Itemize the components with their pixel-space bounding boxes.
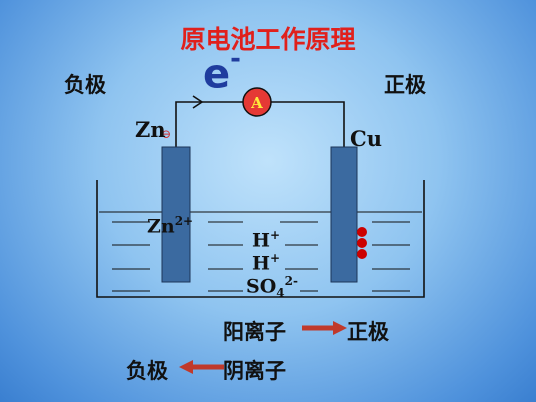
sulfate-ion-label: SO42- (246, 274, 298, 301)
page-title: 原电池工作原理 (180, 25, 356, 54)
zinc-ion-label: Zn2+ (147, 214, 194, 238)
negative-sign-icon: ⊖ (161, 127, 171, 141)
hydrogen-bubbles (357, 227, 367, 259)
cation-text: 阳离子 (223, 320, 286, 344)
ammeter-label: A (250, 94, 263, 112)
electron-symbol: e- (203, 46, 241, 98)
electron-charge: - (230, 44, 241, 74)
negative-electrode-label: 负极 (64, 73, 106, 97)
cation-target-electrode: 正极 (347, 320, 389, 344)
hydrogen-ion-label-1: H+ (252, 228, 281, 252)
hydrogen-ion-label-2: H+ (252, 251, 281, 275)
electrolyte-lines (112, 221, 410, 292)
cation-arrow-icon (302, 321, 347, 335)
zinc-label: Zn (135, 117, 166, 142)
anion-target-electrode: 负极 (126, 359, 168, 383)
electron-letter: e (203, 51, 231, 98)
wire-left (175, 101, 243, 147)
anion-text: 阴离子 (223, 359, 286, 383)
copper-label: Cu (350, 126, 382, 151)
electron-flow-arrow (192, 95, 204, 109)
positive-electrode-label: 正极 (384, 73, 426, 97)
zinc-electrode (161, 146, 191, 283)
copper-electrode (330, 146, 358, 283)
wire-right (271, 101, 345, 147)
beaker (96, 180, 425, 298)
ammeter (242, 87, 272, 117)
anion-arrow-icon (179, 360, 224, 374)
